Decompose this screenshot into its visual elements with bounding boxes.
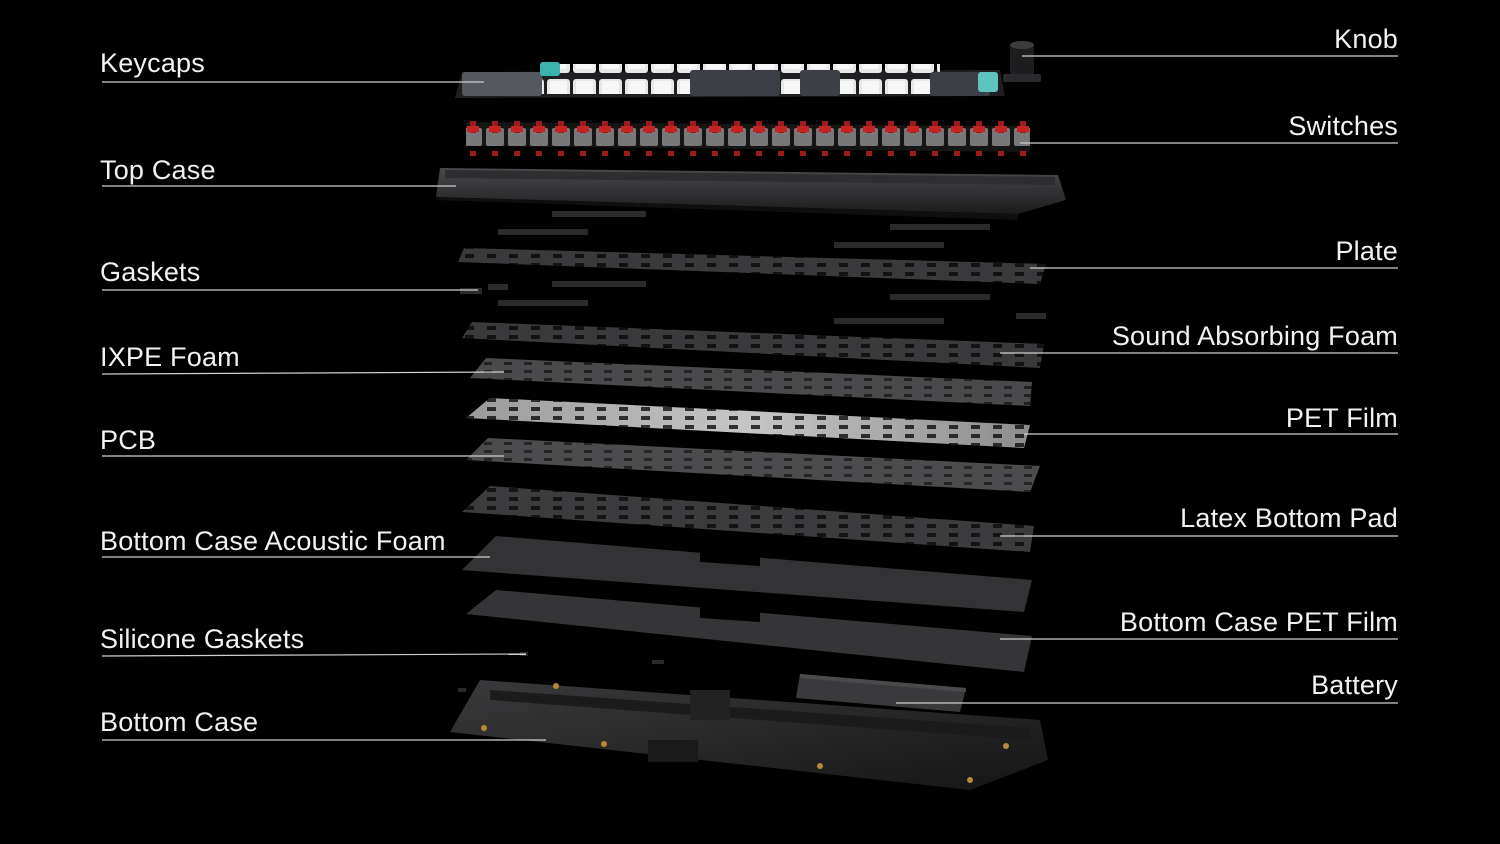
bottom-case-acoustic-foam-part xyxy=(462,536,1032,612)
keycaps-part xyxy=(455,62,1005,98)
pcb-part xyxy=(466,438,1040,492)
sound-absorbing-foam-part xyxy=(462,322,1044,368)
label-sound-absorbing-foam: Sound Absorbing Foam xyxy=(1111,321,1398,351)
label-switches: Switches xyxy=(1288,111,1398,141)
label-keycaps: Keycaps xyxy=(100,48,205,78)
label-pet-film: PET Film xyxy=(1285,403,1398,433)
label-pcb: PCB xyxy=(100,425,157,455)
label-knob: Knob xyxy=(1334,24,1398,54)
switches-part xyxy=(466,116,1030,156)
pet-film-part xyxy=(466,398,1030,448)
label-bottom-case-pet-film: Bottom Case PET Film xyxy=(1119,607,1398,637)
label-silicone-gaskets: Silicone Gaskets xyxy=(100,624,305,654)
leader-lines xyxy=(101,55,1398,741)
latex-bottom-pad-part xyxy=(462,486,1034,552)
bottom-case-pet-film-part xyxy=(466,590,1032,672)
knob-part xyxy=(1003,41,1041,82)
bottom-case-part xyxy=(450,680,1048,790)
plate-part xyxy=(458,248,1046,284)
label-gaskets: Gaskets xyxy=(100,257,201,287)
ixpe-foam-part xyxy=(470,358,1032,406)
gaskets-part xyxy=(460,211,1046,324)
label-plate: Plate xyxy=(1335,236,1398,266)
label-battery: Battery xyxy=(1311,670,1398,700)
label-latex-bottom-pad: Latex Bottom Pad xyxy=(1180,503,1398,533)
top-case-part xyxy=(436,168,1066,220)
label-ixpe-foam: IXPE Foam xyxy=(100,342,240,372)
label-top-case: Top Case xyxy=(100,155,216,185)
label-bottom-case: Bottom Case xyxy=(100,707,259,737)
label-bottom-case-acoustic-foam: Bottom Case Acoustic Foam xyxy=(100,526,446,556)
